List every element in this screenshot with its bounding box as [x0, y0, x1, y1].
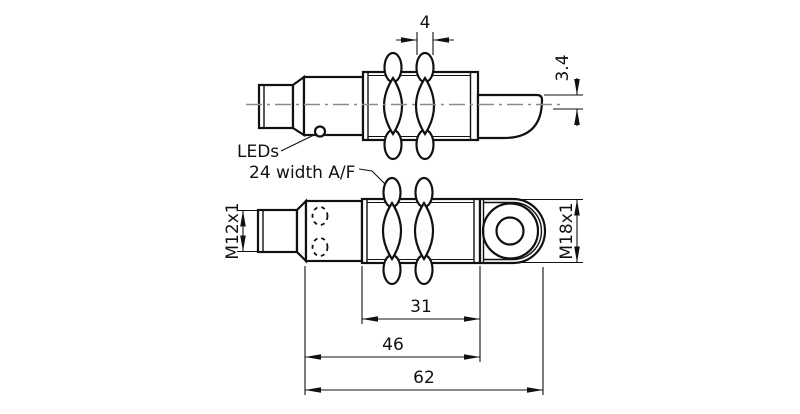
cable-boot-circle: [481, 202, 540, 260]
cable-elbow-boot: [476, 93, 544, 140]
nut-flat-face: [382, 75, 404, 137]
housing-body-side: [304, 199, 364, 263]
arrowhead: [401, 37, 417, 43]
jam-nut-1-side: [381, 176, 403, 286]
bottom-view: M12x1 M18x1 31 46: [223, 176, 583, 395]
nut-flat-face: [414, 75, 436, 137]
dimension-text-cable-diameter: 3.4: [553, 54, 573, 81]
arrowhead: [527, 387, 543, 393]
housing-body-side: [302, 75, 365, 137]
jam-nut-1-side: [382, 51, 404, 161]
arrowhead: [464, 316, 480, 322]
arrowhead: [433, 37, 449, 43]
dimension-connector-thread: M12x1: [223, 202, 257, 260]
cable-exit-head: [478, 197, 547, 265]
arrowhead: [362, 316, 378, 322]
arrowhead: [240, 235, 246, 252]
m12-connector-side: [256, 208, 299, 254]
connector-cone: [295, 198, 308, 264]
arrowhead: [305, 354, 321, 360]
hidden-led-2: [311, 237, 329, 257]
dimension-text-thread-length: 31: [410, 297, 432, 317]
nut-flat-face: [413, 200, 435, 262]
leds-callout: LEDs: [237, 133, 317, 162]
arrowhead: [305, 387, 321, 393]
nut-width-callout: 24 width A/F: [249, 163, 388, 187]
dimension-text-connector-thread: M12x1: [223, 202, 243, 259]
jam-nut-2-side: [414, 51, 436, 161]
arrowhead: [574, 109, 580, 125]
arrowhead: [574, 199, 580, 216]
leds-label: LEDs: [237, 142, 279, 162]
cable-cross-section: [495, 216, 525, 246]
dimension-total-length: 62: [305, 267, 544, 395]
head-seam-arc: [483, 201, 543, 261]
dimension-text-total-length: 62: [413, 368, 435, 388]
dimension-text-housing-length: 46: [382, 335, 404, 355]
dimension-text-body-thread: M18x1: [557, 202, 577, 259]
nut-width-label: 24 width A/F: [249, 163, 355, 183]
dimension-thread-length: 31: [361, 266, 481, 362]
dimension-text-nut-thickness: 4: [420, 13, 431, 33]
arrowhead: [574, 79, 580, 95]
jam-nut-2-side: [413, 176, 435, 286]
arrowhead: [574, 246, 580, 263]
leader-line: [280, 133, 317, 152]
dimension-nut-thickness: 4: [396, 13, 454, 55]
arrowhead: [464, 354, 480, 360]
hidden-led-1: [311, 206, 329, 226]
nut-flat-face: [381, 200, 403, 262]
led-window: [313, 125, 327, 138]
dimension-cable-diameter: 3.4: [544, 54, 583, 126]
arrowhead: [240, 210, 246, 227]
top-view: 4 3.4 LEDs 24 width A/F: [237, 13, 583, 187]
dimension-housing-length: 46: [304, 266, 480, 395]
dimension-body-thread: M18x1: [513, 198, 583, 264]
head-outline: [478, 197, 547, 265]
leader-line: [358, 168, 388, 187]
connector-cone: [291, 74, 306, 138]
